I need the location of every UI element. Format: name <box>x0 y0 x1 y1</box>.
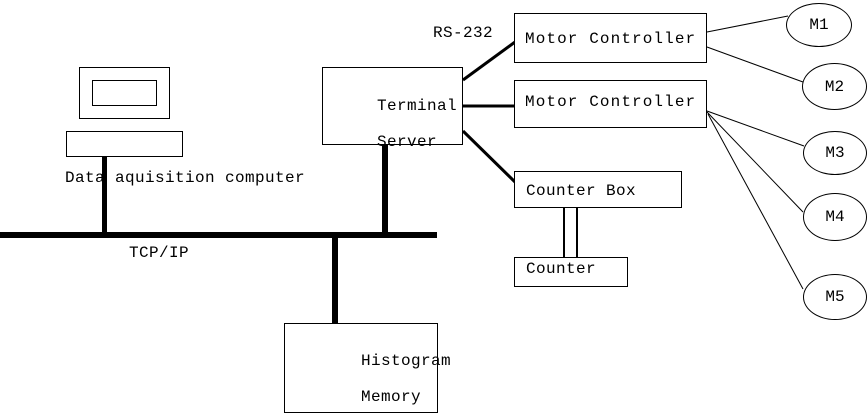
link-motor-controller-1-to-m1 <box>706 15 789 33</box>
counter-link-line-right <box>576 207 578 257</box>
counter-label: Counter <box>526 260 597 278</box>
motor-controller-2-box <box>514 80 707 128</box>
tcp-ip-label: TCP/IP <box>129 244 190 262</box>
motor-node-m5: M5 <box>803 274 867 320</box>
counter-box-label: Counter Box <box>526 182 637 200</box>
link-terminal-to-counter-box <box>461 129 517 184</box>
motor-label: M2 <box>824 77 845 96</box>
computer-screen-icon <box>92 80 157 106</box>
counter-box <box>514 171 682 208</box>
link-motor-controller-2-to-m5 <box>707 113 804 290</box>
motor-label: M1 <box>809 16 829 34</box>
bus-to-histogram-line <box>332 237 338 323</box>
link-motor-controller-2-to-m4 <box>706 111 804 213</box>
link-motor-controller-2-to-m3 <box>706 110 805 147</box>
data-acquisition-label: Data aquisition computer <box>65 169 306 187</box>
histogram-memory-box <box>284 323 438 413</box>
counter <box>514 257 628 287</box>
motor-node-m2: M2 <box>802 63 867 110</box>
link-terminal-to-motor-controller-1 <box>462 40 516 82</box>
histogram-memory-label-line2: Memory <box>361 388 422 406</box>
motor-node-m4: M4 <box>803 193 867 241</box>
histogram-memory-label: Histogram Memory <box>321 334 451 414</box>
computer-to-bus-line <box>102 156 107 232</box>
motor-controller-1-label: Motor Controller <box>525 30 697 48</box>
motor-label: M3 <box>825 144 845 162</box>
computer-keyboard-icon <box>66 131 183 157</box>
terminal-server-to-bus-line <box>382 144 388 232</box>
counter-link-line-left <box>563 207 565 257</box>
histogram-memory-label-line1: Histogram <box>361 352 452 370</box>
rs-232-label: RS-232 <box>433 24 494 42</box>
tcp-ip-bus-line <box>0 232 437 238</box>
motor-label: M4 <box>825 208 845 226</box>
motor-controller-1-box <box>514 13 707 63</box>
terminal-server-label-line1: Terminal <box>377 97 458 115</box>
terminal-server-label: Terminal Server <box>337 79 457 169</box>
motor-node-m3: M3 <box>803 131 867 175</box>
link-motor-controller-1-to-m2 <box>706 46 804 83</box>
motor-node-m1: M1 <box>786 3 852 47</box>
motor-label: M5 <box>825 288 845 306</box>
terminal-server-label-line2: Server <box>377 133 438 151</box>
terminal-server-box <box>322 67 463 145</box>
motor-controller-2-label: Motor Controller <box>525 93 697 111</box>
